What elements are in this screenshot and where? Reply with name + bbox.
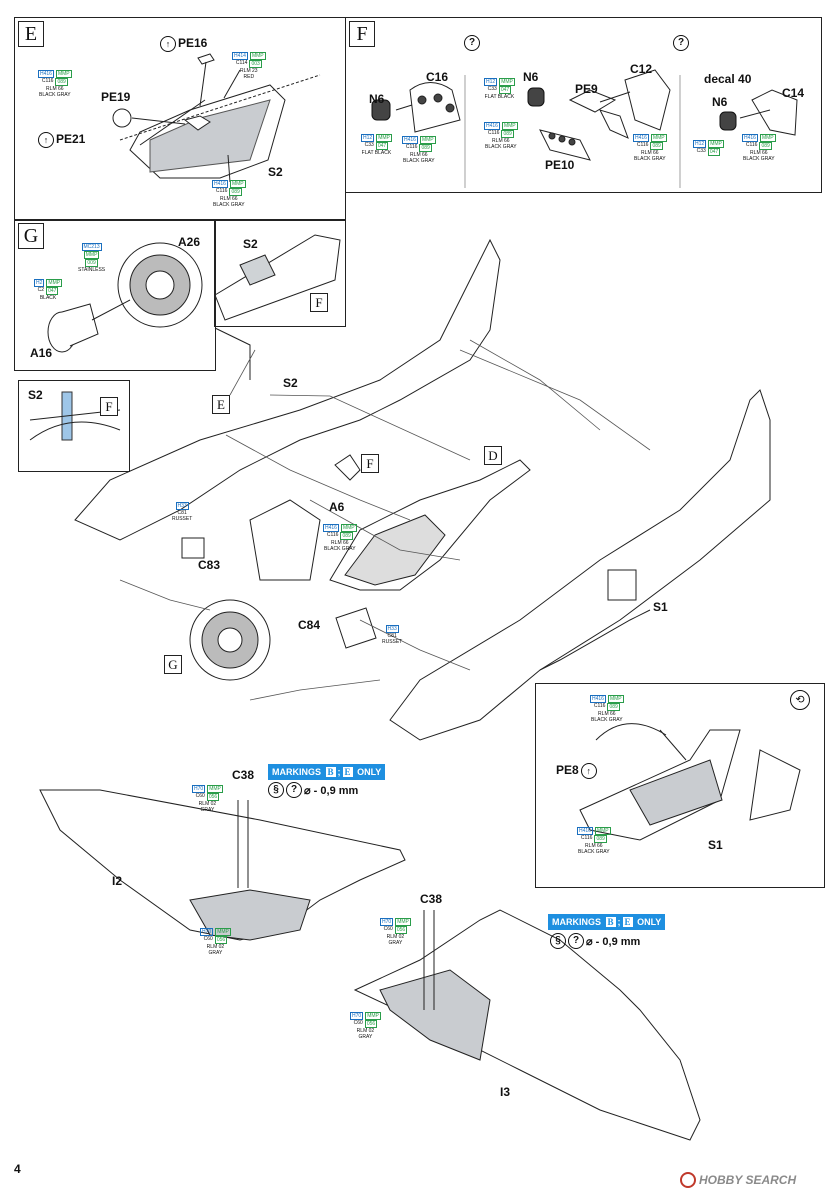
part-pe8: PE8↑	[556, 763, 599, 779]
panel-s2-detail	[214, 219, 346, 327]
part-c84: C84	[298, 618, 321, 632]
part-pe19: PE19	[101, 90, 131, 104]
part-c14: C14	[782, 86, 805, 100]
part-i2: I2	[112, 874, 123, 888]
part-s2-e: S2	[268, 165, 283, 179]
markings-badge: MARKINGS B;E ONLY	[548, 914, 666, 930]
step-g-badge: G	[18, 223, 44, 249]
drill-note: §?⌀ - 0,9 mm	[550, 933, 640, 949]
drill-icon: §	[550, 933, 566, 949]
part-s2-detail: S2	[243, 237, 258, 251]
part-pe21: ↑PE21	[38, 132, 85, 148]
part-s2-fuselage: S2	[283, 376, 298, 390]
markings-badge: MARKINGS B;E ONLY	[268, 764, 386, 780]
panel-s2-inset	[18, 380, 130, 472]
part-n6-c: N6	[712, 95, 728, 109]
part-a26: A26	[178, 235, 201, 249]
watermark: HOBBY SEARCH	[680, 1172, 796, 1188]
ref-d-badge: D	[484, 446, 502, 465]
color-callout-russet: H33 C81 RUSSET	[172, 502, 193, 522]
part-a6: A6	[329, 500, 345, 514]
part-c38-b: C38	[420, 892, 443, 906]
color-callout-russet: H33 C81 RUSSET	[382, 625, 403, 645]
ref-f-badge: F	[310, 293, 328, 312]
part-s2-inset: S2	[28, 388, 43, 402]
panel-g	[14, 219, 216, 371]
part-c83: C83	[198, 558, 221, 572]
part-a16: A16	[30, 346, 53, 360]
part-i3: I3	[500, 1085, 511, 1099]
ref-e-badge: E	[212, 395, 230, 414]
part-n6-b: N6	[523, 70, 539, 84]
watermark-logo-icon	[680, 1172, 696, 1188]
panel-s1-inset	[535, 683, 825, 888]
color-callout-stainless: MC213 MMP 009 STAINLESS	[78, 243, 106, 273]
part-c12: C12	[630, 62, 653, 76]
part-pe10: PE10	[545, 158, 575, 172]
help-icon: ?	[464, 32, 482, 51]
ref-f-fuselage-badge: F	[361, 454, 379, 473]
panel-f	[345, 17, 822, 193]
ref-f-inset-badge: F	[100, 397, 118, 416]
part-decal40: decal 40	[704, 72, 752, 86]
drill-icon: §	[268, 782, 284, 798]
part-n6-a: N6	[369, 92, 385, 106]
part-pe9: PE9	[575, 82, 598, 96]
part-pe16: ↑PE16	[160, 36, 207, 52]
step-e-badge: E	[18, 21, 44, 47]
help-icon: ?	[673, 32, 691, 51]
part-c38-a: C38	[232, 768, 255, 782]
page-number: 4	[14, 1162, 21, 1176]
part-s1-inset: S1	[708, 838, 723, 852]
part-s1: S1	[653, 600, 668, 614]
ref-g-badge: G	[164, 655, 182, 674]
rotate-icon: ⟲	[790, 690, 810, 710]
step-f-badge: F	[349, 21, 375, 47]
drill-note: §?⌀ - 0,9 mm	[268, 782, 358, 798]
part-c16: C16	[426, 70, 449, 84]
